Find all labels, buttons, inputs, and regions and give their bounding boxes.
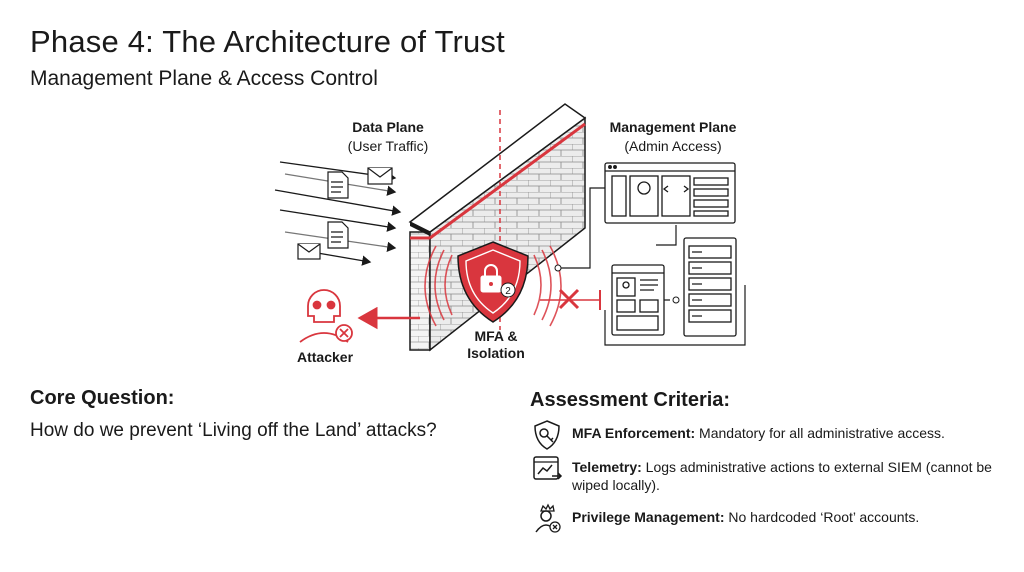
architecture-diagram: Data Plane (User Traffic) <box>274 103 746 365</box>
page-title: Phase 4: The Architecture of Trust <box>30 24 505 59</box>
data-plane-title: Data Plane <box>352 119 424 135</box>
criteria-item-privilege: Privilege Management: No hardcoded ‘Root… <box>530 503 1010 536</box>
data-plane-subtitle: (User Traffic) <box>348 138 429 154</box>
document-icon <box>327 221 349 249</box>
deny-x-icon <box>335 324 353 342</box>
assessment-criteria-heading: Assessment Criteria: <box>530 389 731 411</box>
criteria-item-telemetry: Telemetry: Logs administrative actions t… <box>530 456 1010 494</box>
criteria-label: Privilege Management: <box>572 509 725 525</box>
admin-user-icon <box>535 503 561 533</box>
mfa-badge: 2 <box>505 286 511 297</box>
telemetry-icon <box>533 456 563 480</box>
mgmt-plane-title: Management Plane <box>610 119 737 135</box>
attacker-label: Attacker <box>297 349 354 365</box>
mfa-shield-icon: 2 <box>457 241 529 323</box>
core-question-text: How do we prevent ‘Living off the Land’ … <box>30 420 437 441</box>
criteria-text: No hardcoded ‘Root’ accounts. <box>724 509 920 525</box>
signal-waves <box>424 245 562 327</box>
shield-label-line2: Isolation <box>467 345 525 361</box>
admin-console-window <box>604 162 736 224</box>
criteria-text: Mandatory for all administrative access. <box>695 425 945 441</box>
criteria-label: MFA Enforcement: <box>572 425 696 441</box>
core-question-heading: Core Question: <box>30 387 175 409</box>
mgmt-plane-subtitle: (Admin Access) <box>624 138 721 154</box>
document-icon <box>327 171 349 199</box>
envelope-icon <box>367 167 393 185</box>
dashboard-window <box>611 264 665 336</box>
shield-label-line1: MFA & <box>474 328 517 344</box>
block-x-icon <box>558 288 580 310</box>
criteria-item-mfa: MFA Enforcement: Mandatory for all admin… <box>530 420 1010 452</box>
criteria-label: Telemetry: <box>572 459 642 475</box>
criteria-text: Logs administrative actions to external … <box>572 459 992 493</box>
envelope-icon <box>297 243 321 260</box>
server-rack-icon <box>683 237 737 337</box>
page-subtitle: Management Plane & Access Control <box>30 67 378 90</box>
shield-key-icon <box>534 420 560 450</box>
